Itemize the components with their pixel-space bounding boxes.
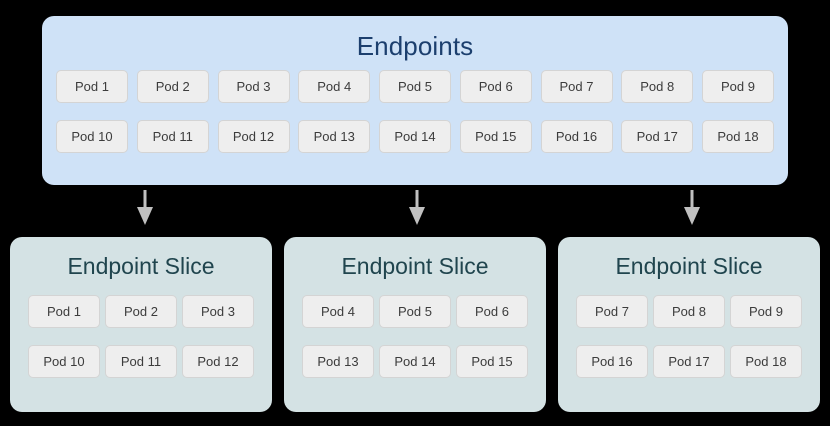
endpoint-slice-title: Endpoint Slice — [341, 253, 489, 279]
pod-chip[interactable]: Pod 12 — [217, 120, 290, 153]
pod-chip[interactable]: Pod 11 — [105, 345, 177, 378]
pod-chip[interactable]: Pod 5 — [379, 295, 451, 328]
pod-chip[interactable]: Pod 8 — [653, 295, 725, 328]
arrow-down-icon-2 — [405, 190, 429, 226]
pod-chip[interactable]: Pod 3 — [182, 295, 254, 328]
arrow-down-icon-1 — [133, 190, 157, 226]
pod-chip[interactable]: Pod 16 — [576, 345, 648, 378]
pod-chip[interactable]: Pod 9 — [730, 295, 802, 328]
pod-chip[interactable]: Pod 1 — [56, 70, 128, 103]
arrow-down-icon-3 — [680, 190, 704, 226]
pod-chip[interactable]: Pod 6 — [459, 70, 532, 103]
pod-chip[interactable]: Pod 18 — [730, 345, 802, 378]
endpoint-slice-title: Endpoint Slice — [615, 253, 763, 279]
pod-chip[interactable]: Pod 15 — [459, 120, 532, 153]
pod-chip[interactable]: Pod 4 — [298, 70, 371, 103]
endpoint-slice-title: Endpoint Slice — [67, 253, 215, 279]
pod-chip[interactable]: Pod 7 — [540, 70, 613, 103]
pod-chip[interactable]: Pod 10 — [28, 345, 100, 378]
pod-chip[interactable]: Pod 2 — [136, 70, 209, 103]
pod-chip[interactable]: Pod 7 — [576, 295, 648, 328]
pod-chip[interactable]: Pod 11 — [136, 120, 209, 153]
pod-chip[interactable]: Pod 17 — [621, 120, 694, 153]
pod-chip[interactable]: Pod 14 — [379, 120, 451, 153]
endpoints-title: Endpoints — [356, 31, 474, 61]
pod-chip[interactable]: Pod 17 — [653, 345, 725, 378]
pod-chip[interactable]: Pod 10 — [56, 120, 128, 153]
pod-chip[interactable]: Pod 12 — [182, 345, 254, 378]
pod-chip[interactable]: Pod 8 — [621, 70, 694, 103]
pod-chip[interactable]: Pod 18 — [702, 120, 774, 153]
pod-chip[interactable]: Pod 13 — [298, 120, 371, 153]
pod-chip[interactable]: Pod 6 — [456, 295, 528, 328]
pod-chip[interactable]: Pod 2 — [105, 295, 177, 328]
pod-chip[interactable]: Pod 14 — [379, 345, 451, 378]
pod-chip[interactable]: Pod 13 — [302, 345, 374, 378]
pod-chip[interactable]: Pod 9 — [702, 70, 774, 103]
pod-chip[interactable]: Pod 1 — [28, 295, 100, 328]
pod-chip[interactable]: Pod 4 — [302, 295, 374, 328]
pod-chip[interactable]: Pod 16 — [540, 120, 613, 153]
pod-chip[interactable]: Pod 15 — [456, 345, 528, 378]
pod-chip[interactable]: Pod 5 — [379, 70, 451, 103]
pod-chip[interactable]: Pod 3 — [217, 70, 290, 103]
